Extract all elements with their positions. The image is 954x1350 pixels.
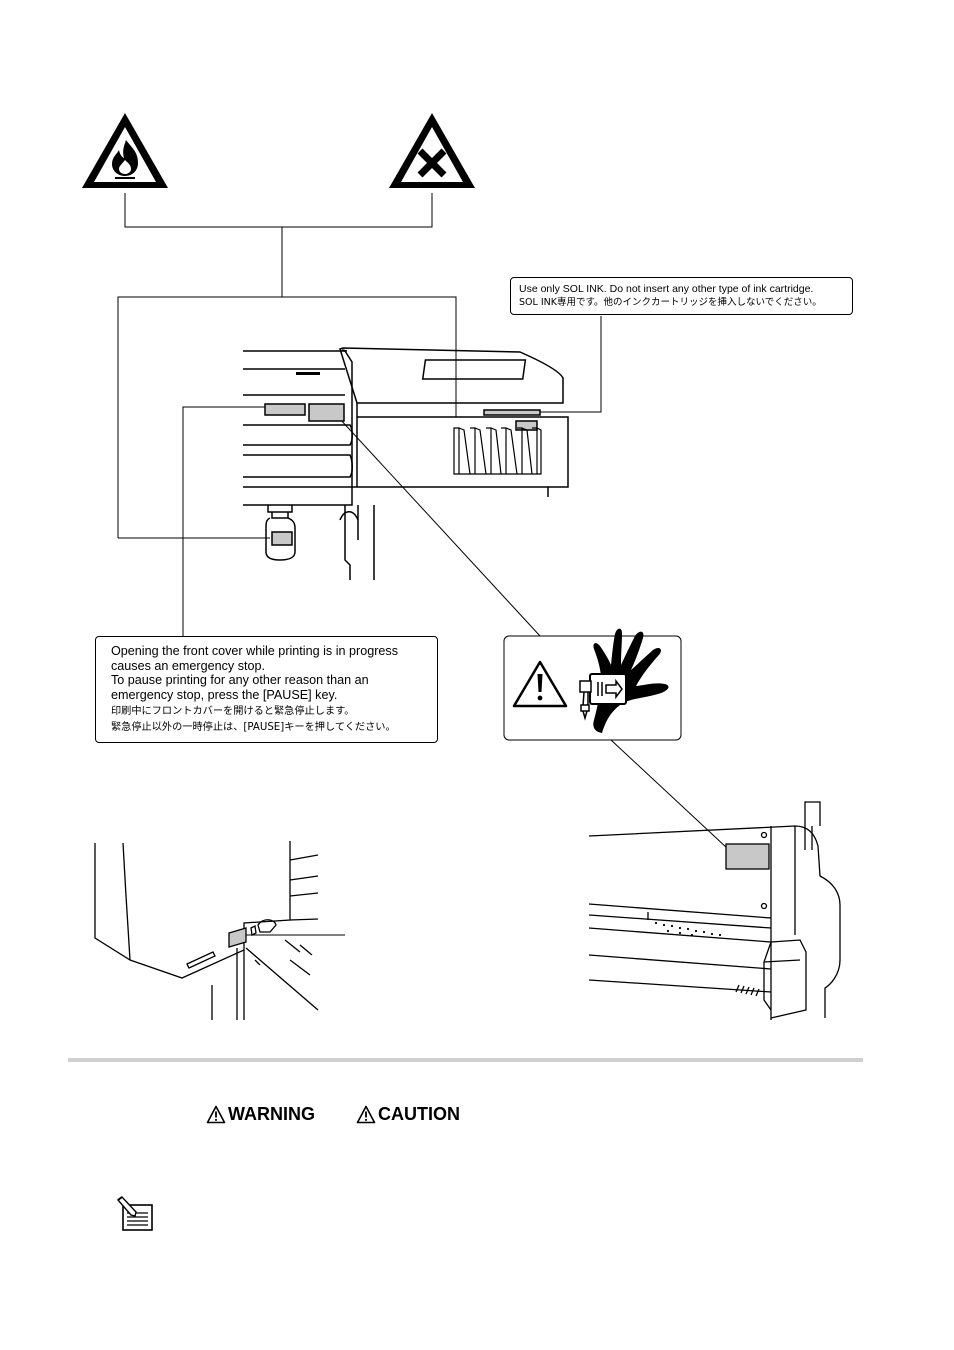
rear-view-illustration bbox=[94, 841, 319, 1020]
ink-label-english: Use only SOL INK. Do not insert any othe… bbox=[519, 283, 814, 295]
ink-label-japanese: SOL INK専用です。他のインクカートリッジを挿入しないでください。 bbox=[519, 297, 822, 308]
caution-triangle-icon bbox=[356, 1105, 376, 1123]
section-divider bbox=[68, 1058, 863, 1062]
harmful-icon bbox=[389, 113, 475, 188]
caution-label: CAUTION bbox=[378, 1104, 460, 1124]
pinch-hazard-label bbox=[503, 628, 682, 741]
cover-label-english-line-2: causes an emergency stop. bbox=[111, 658, 266, 673]
warning-notice: WARNING bbox=[206, 1102, 315, 1126]
warning-label: WARNING bbox=[228, 1104, 315, 1124]
caution-notice: CAUTION bbox=[356, 1102, 460, 1126]
printer-illustration bbox=[243, 347, 569, 580]
ink-cartridge-label: Use only SOL INK. Do not insert any othe… bbox=[510, 277, 853, 315]
memo-icon bbox=[116, 1196, 153, 1231]
flammable-icon bbox=[82, 113, 168, 188]
cover-label-japanese-line-1: 印刷中にフロントカバーを開けると緊急停止します。 bbox=[111, 706, 355, 718]
cover-label-english-line-1: Opening the front cover while printing i… bbox=[111, 644, 399, 658]
front-cover-label: Opening the front cover while printing i… bbox=[95, 636, 438, 743]
cover-label-english-line-4: emergency stop, press the [PAUSE] key. bbox=[111, 687, 338, 702]
side-view-illustration bbox=[588, 801, 841, 1020]
hand-pinch-icon bbox=[579, 628, 669, 733]
warning-triangle-icon bbox=[206, 1105, 226, 1123]
exclamation-icon bbox=[512, 660, 568, 708]
cover-label-japanese-line-2: 緊急停止以外の一時停止は、[PAUSE]キーを押してください。 bbox=[111, 722, 396, 734]
cover-label-english-line-3: To pause printing for any other reason t… bbox=[111, 673, 369, 688]
icon-leader-lines bbox=[117, 193, 728, 936]
